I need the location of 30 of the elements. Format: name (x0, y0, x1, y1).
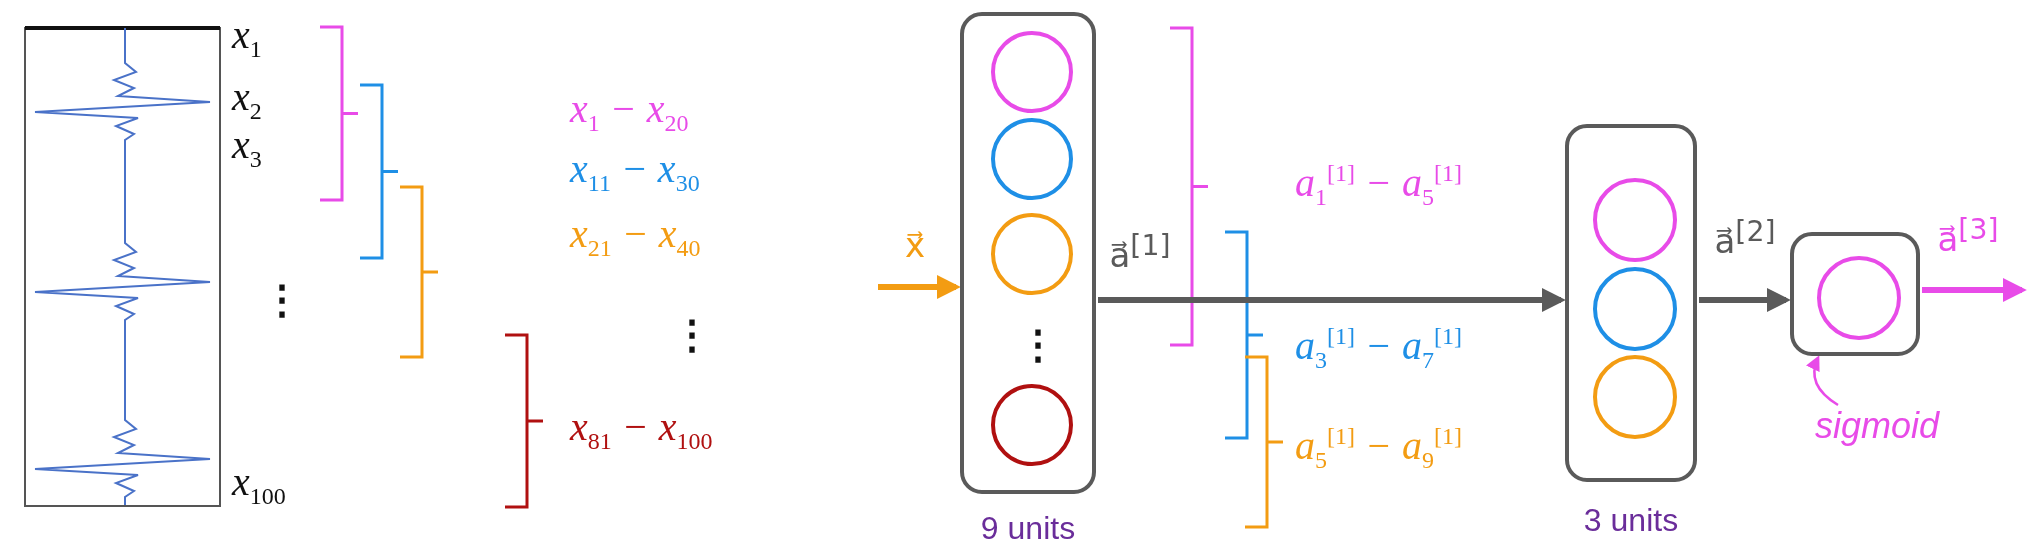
ellipsis: ⋮ (1018, 325, 1058, 365)
range-label: x$_{81}$ − x$_{100}$ (570, 407, 713, 453)
layer-box (1565, 124, 1697, 482)
ellipsis: ⋮ (262, 280, 302, 320)
range-label: x$_{11}$ − x$_{30}$ (570, 149, 700, 195)
neuron-circle (991, 31, 1073, 113)
ellipsis: ⋮ (672, 315, 712, 355)
neuron-circle (991, 213, 1073, 295)
neuron-circle (1593, 355, 1677, 439)
arrow (1098, 288, 1566, 312)
layer-box (1790, 232, 1920, 356)
variable-label: x$_{2}$ (232, 77, 262, 123)
variable-label: x$_{1}$ (232, 15, 262, 61)
neuron-circle (1593, 267, 1677, 351)
range-label: x$_{21}$ − x$_{40}$ (570, 214, 701, 260)
arrow (1699, 288, 1791, 312)
neuron-circle (1593, 178, 1677, 262)
neuron-circle (1817, 256, 1901, 340)
variable-label: x$_{100}$ (232, 462, 286, 508)
variable-label: x$_{3}$ (232, 125, 262, 171)
layer-box (960, 12, 1096, 494)
leader-arrow (1806, 355, 1839, 407)
arrow (1922, 278, 2027, 302)
layer-caption: 3 units (1583, 501, 1679, 539)
neuron-circle (991, 118, 1073, 200)
annotation-text: sigmoid (1815, 405, 1975, 449)
neuron-circle (991, 384, 1073, 466)
range-label: x$_{1}$ − x$_{20}$ (570, 89, 689, 135)
arrow (878, 275, 961, 299)
layer-caption: 9 units (980, 509, 1076, 547)
